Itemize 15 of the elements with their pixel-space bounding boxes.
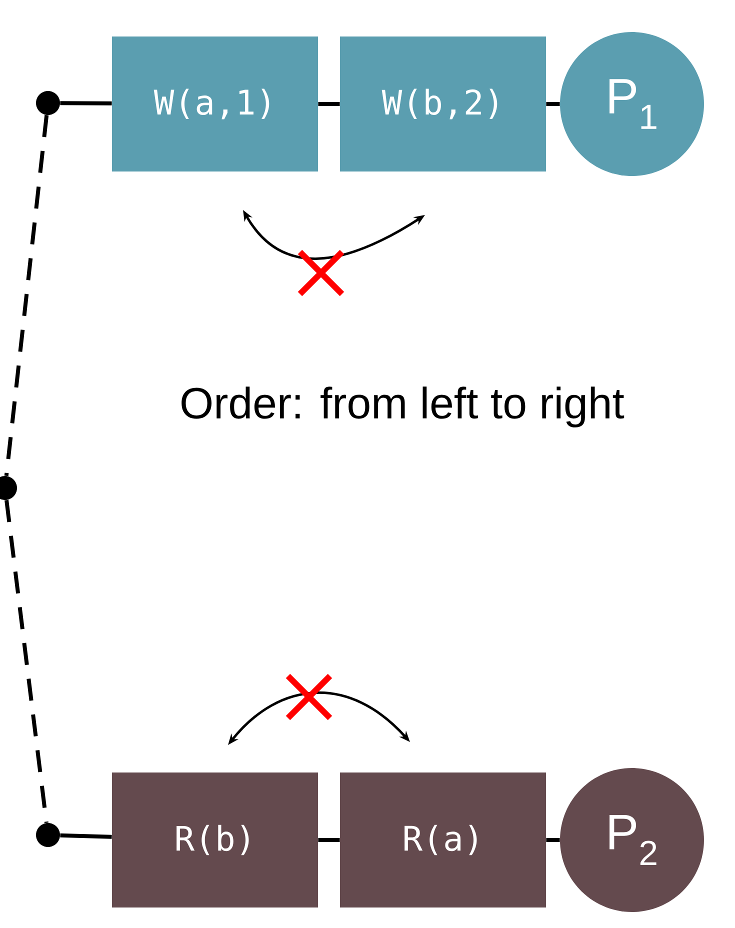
process-box: R(a) [340,772,546,908]
connector [546,102,560,106]
process-box: R(b) [112,772,318,908]
process-box: W(a,1) [112,36,318,172]
connector [60,101,112,106]
connector [318,102,340,106]
process-box: W(b,2) [340,36,546,172]
dot [36,823,60,847]
note-text: Order: from left to right [182,386,624,428]
connector [4,500,48,824]
connector [4,114,49,476]
connector [318,838,340,842]
connector [60,833,112,839]
connector [546,838,560,842]
dot [36,91,60,115]
